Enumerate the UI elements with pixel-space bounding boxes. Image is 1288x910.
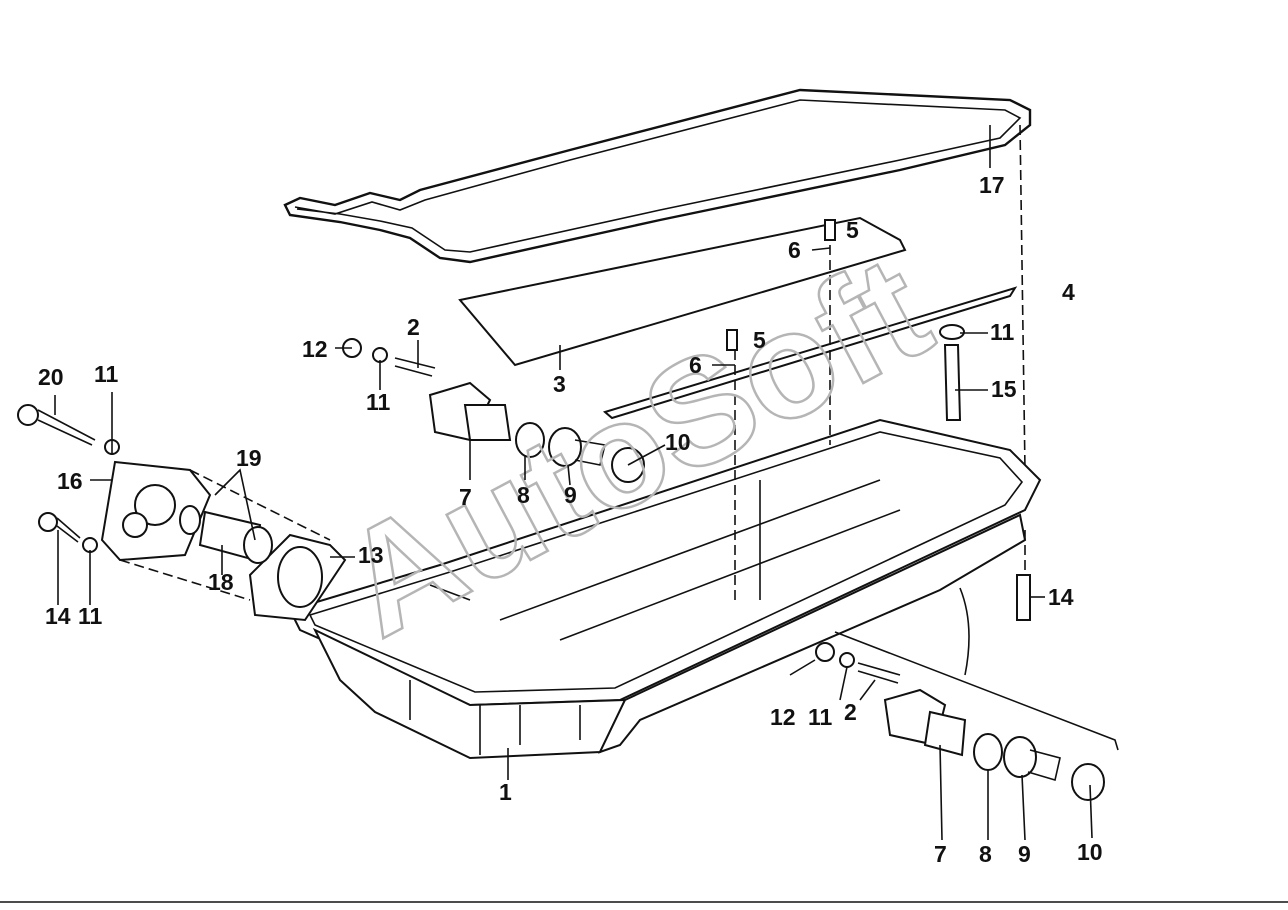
callout-1: 1 (499, 779, 512, 805)
callout-11-left-bottom: 11 (78, 603, 103, 629)
bolt-5-lower (726, 329, 738, 351)
bolt-14-right (1016, 574, 1031, 621)
washer-11-b (82, 537, 98, 553)
callout-2-upper: 2 (407, 314, 420, 340)
callout-6-lower: 6 (689, 352, 702, 378)
leader-lines (54, 125, 1093, 841)
callout-8-upper: 8 (517, 482, 530, 508)
callout-19: 19 (236, 445, 262, 471)
callout-14-right: 14 (1048, 584, 1074, 610)
callout-5-lower: 5 (753, 327, 766, 353)
callout-labels: 1 2 3 4 5 5 6 6 7 8 9 10 11 11 11 11 12 … (38, 172, 1103, 867)
callout-11-lower: 11 (808, 704, 833, 730)
callout-15: 15 (991, 376, 1017, 402)
callout-7-upper: 7 (459, 484, 472, 510)
oil-pan-gasket (283, 88, 1032, 264)
callout-8-lower: 8 (979, 841, 992, 867)
callout-11-left-top: 11 (94, 361, 119, 387)
callout-10-lower: 10 (1077, 839, 1103, 865)
callout-7-lower: 7 (934, 841, 947, 867)
callout-16: 16 (57, 468, 83, 494)
callout-6-upper: 6 (788, 237, 801, 263)
gasket-13 (248, 533, 347, 622)
pipe-connector-lower (815, 631, 1119, 801)
callout-10-upper: 10 (665, 429, 691, 455)
alignment-line-flange (119, 469, 331, 601)
callout-4: 4 (1062, 279, 1075, 305)
callout-13: 13 (358, 542, 384, 568)
pipe-connector-upper (342, 338, 645, 483)
callout-18: 18 (208, 569, 234, 595)
bolt-20 (17, 404, 96, 446)
guide-strip (602, 286, 1018, 420)
callout-11-upper: 11 (366, 389, 391, 415)
sleeve-18 (179, 505, 273, 564)
bolt-5-upper (824, 219, 836, 241)
baffle-plate (458, 216, 907, 367)
callout-2-lower: 2 (844, 699, 857, 725)
flange-housing-16 (100, 460, 212, 562)
oil-pan (288, 418, 1042, 760)
callout-11-right: 11 (990, 319, 1015, 345)
callout-20: 20 (38, 364, 64, 390)
callout-5-upper: 5 (846, 217, 859, 243)
callout-12-lower: 12 (770, 704, 796, 730)
callout-3: 3 (553, 371, 566, 397)
callout-9-upper: 9 (564, 482, 577, 508)
bolt-15 (939, 324, 965, 421)
callout-9-lower: 9 (1018, 841, 1031, 867)
bolt-14-left (38, 512, 81, 543)
callout-14-left: 14 (45, 603, 71, 629)
arrow-curve (959, 587, 970, 676)
callout-17: 17 (979, 172, 1005, 198)
callout-12-upper: 12 (302, 336, 328, 362)
alignment-line-17 (1019, 124, 1026, 471)
